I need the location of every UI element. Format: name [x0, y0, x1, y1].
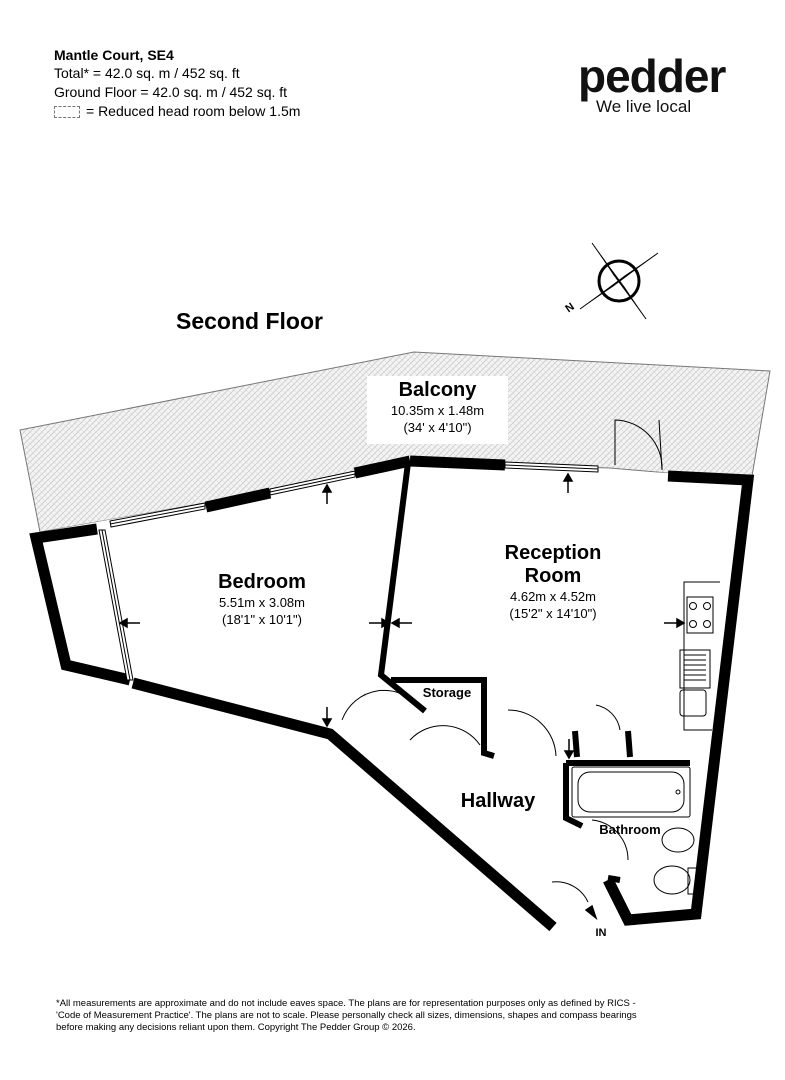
- pedder-logo: pedder We live local: [578, 50, 728, 116]
- windows: [98, 461, 599, 681]
- property-header: Mantle Court, SE4 Total* = 42.0 sq. m / …: [54, 46, 300, 121]
- bathroom-label: Bathroom: [599, 822, 661, 837]
- entrance-label: IN: [595, 927, 607, 939]
- hallway-label: Hallway: [460, 790, 536, 812]
- reception-name-1: Reception: [504, 542, 602, 564]
- balcony-dim-m: 10.35m x 1.48m: [390, 403, 485, 418]
- reception-label: Reception Room 4.62m x 4.52m (15'2" x 14…: [478, 542, 628, 622]
- legend-row: = Reduced head room below 1.5m: [54, 102, 300, 121]
- total-area: Total* = 42.0 sq. m / 452 sq. ft: [54, 65, 240, 81]
- interior-walls: [377, 462, 690, 883]
- storage-label: Storage: [422, 685, 472, 700]
- disclaimer-footer: *All measurements are approximate and do…: [56, 998, 637, 1033]
- ground-floor-area: Ground Floor = 42.0 sq. m / 452 sq. ft: [54, 84, 288, 100]
- outer-walls: [29, 455, 755, 932]
- legend-text: = Reduced head room below 1.5m: [86, 103, 301, 119]
- reception-dim-ft: (15'2" x 14'10"): [509, 606, 597, 621]
- compass-icon: [579, 242, 659, 320]
- balcony-dim-ft: (34' x 4'10"): [403, 420, 472, 435]
- bedroom-dim-ft: (18'1" x 10'1"): [222, 612, 302, 627]
- property-title: Mantle Court, SE4: [54, 47, 174, 63]
- reception-dim-m: 4.62m x 4.52m: [510, 589, 596, 604]
- door-arrows: [118, 472, 686, 921]
- reduced-headroom-legend-icon: [54, 106, 80, 119]
- bathroom-fixtures: [571, 766, 699, 895]
- kitchen-units: [679, 581, 720, 731]
- balcony-label: Balcony 10.35m x 1.48m (34' x 4'10"): [367, 379, 508, 436]
- logo-tagline: We live local: [596, 97, 692, 116]
- bedroom-dim-m: 5.51m x 3.08m: [219, 595, 305, 610]
- logo-brand: pedder: [578, 50, 726, 102]
- bedroom-label: Bedroom 5.51m x 3.08m (18'1" x 10'1"): [192, 571, 332, 628]
- reception-name-2: Room: [524, 565, 582, 587]
- bedroom-name: Bedroom: [218, 571, 306, 593]
- balcony-name: Balcony: [398, 379, 477, 401]
- door-swings: [341, 419, 663, 903]
- floor-title: Second Floor: [176, 308, 323, 334]
